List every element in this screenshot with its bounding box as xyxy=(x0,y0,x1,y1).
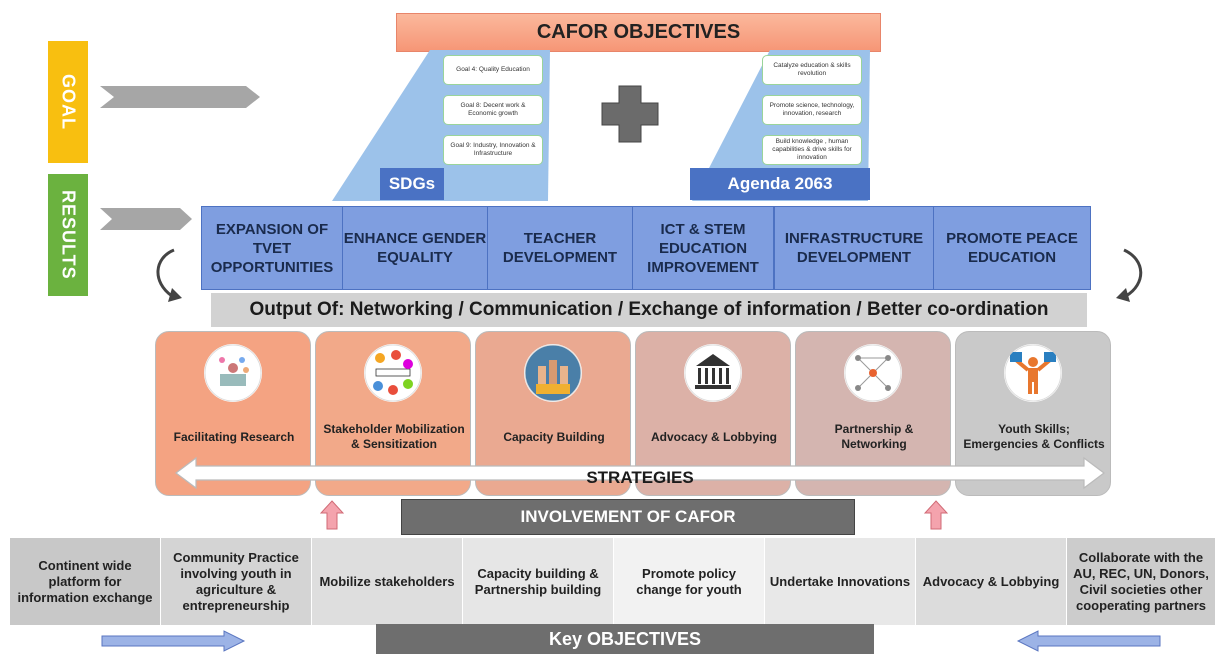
up-arrow-icon xyxy=(320,500,344,530)
result-infrastructure: INFRASTRUCTURE DEVELOPMENT xyxy=(774,206,934,290)
sdgs-label: SDGs xyxy=(380,168,444,200)
agenda-goal-card: Promote science, technology, innovation,… xyxy=(762,95,862,125)
key-objective: Undertake Innovations xyxy=(765,538,916,625)
youth-person-icon xyxy=(1004,344,1062,402)
curved-arrow-right-icon xyxy=(1116,248,1143,302)
institution-building-icon xyxy=(684,344,742,402)
output-bar: Output Of: Networking / Communication / … xyxy=(211,293,1087,327)
strategies-double-arrow-icon xyxy=(175,456,1105,490)
thumbs-up-icon xyxy=(524,344,582,402)
key-objective: Mobilize stakeholders xyxy=(312,538,463,625)
strategy-label: Partnership & Networking xyxy=(834,422,914,451)
plus-icon xyxy=(601,85,659,143)
strategies-label: STRATEGIES xyxy=(586,468,694,487)
strategy-label: Facilitating Research xyxy=(173,429,295,444)
up-arrow-icon xyxy=(924,500,948,530)
results-arrow-icon xyxy=(100,208,192,230)
key-objective: Collaborate with the AU, REC, UN, Donors… xyxy=(1067,538,1215,625)
result-teacher: TEACHER DEVELOPMENT xyxy=(487,206,633,290)
agenda-label: Agenda 2063 xyxy=(690,168,870,200)
key-objectives-bar: Key OBJECTIVES xyxy=(376,624,874,654)
result-peace: PROMOTE PEACE EDUCATION xyxy=(933,206,1091,290)
strategy-label: Stakeholder Mobilization & Sensitization xyxy=(323,422,465,451)
key-objective: Promote policy change for youth xyxy=(614,538,765,625)
strategy-label: Advocacy & Lobbying xyxy=(650,429,778,444)
result-gender: ENHANCE GENDER EQUALITY xyxy=(342,206,488,290)
sdg-goal-card: Goal 9: Industry, Innovation & Infrastru… xyxy=(443,135,543,165)
key-objective: Capacity building & Partnership building xyxy=(463,538,614,625)
agenda-goal-card: Build knowledge , human capabilities & d… xyxy=(762,135,862,165)
involvement-bar: INVOLVEMENT OF CAFOR xyxy=(401,499,855,535)
agenda-goal-card: Catalyze education & skills revolution xyxy=(762,55,862,85)
sdg-goal-card: Goal 4: Quality Education xyxy=(443,55,543,85)
strategy-label: Capacity Building xyxy=(503,429,605,444)
sdg-goal-card: Goal 8: Decent work & Economic growth xyxy=(443,95,543,125)
key-objective: Community Practice involving youth in ag… xyxy=(161,538,312,625)
key-objective: Continent wide platform for information … xyxy=(10,538,161,625)
result-ict-stem: ICT & STEM EDUCATION IMPROVEMENT xyxy=(632,206,774,290)
network-icon xyxy=(844,344,902,402)
result-tvet: EXPANSION OF TVET OPPORTUNITIES xyxy=(201,206,343,290)
left-arrow-icon xyxy=(1016,630,1161,652)
goal-arrow-icon xyxy=(100,86,260,108)
goal-label: GOAL xyxy=(48,41,88,163)
strategy-label: Youth Skills; Emergencies & Conflicts xyxy=(963,422,1105,451)
agenda-goal-list: Catalyze education & skills revolution P… xyxy=(762,55,862,167)
page-title: CAFOR OBJECTIVES xyxy=(396,13,881,52)
curved-arrow-left-icon xyxy=(156,248,182,302)
research-desk-icon xyxy=(204,344,262,402)
key-objective: Advocacy & Lobbying xyxy=(916,538,1067,625)
results-label: RESULTS xyxy=(48,174,88,296)
sdgs-goal-list: Goal 4: Quality Education Goal 8: Decent… xyxy=(443,55,545,167)
stakeholders-icon xyxy=(364,344,422,402)
right-arrow-icon xyxy=(101,630,246,652)
